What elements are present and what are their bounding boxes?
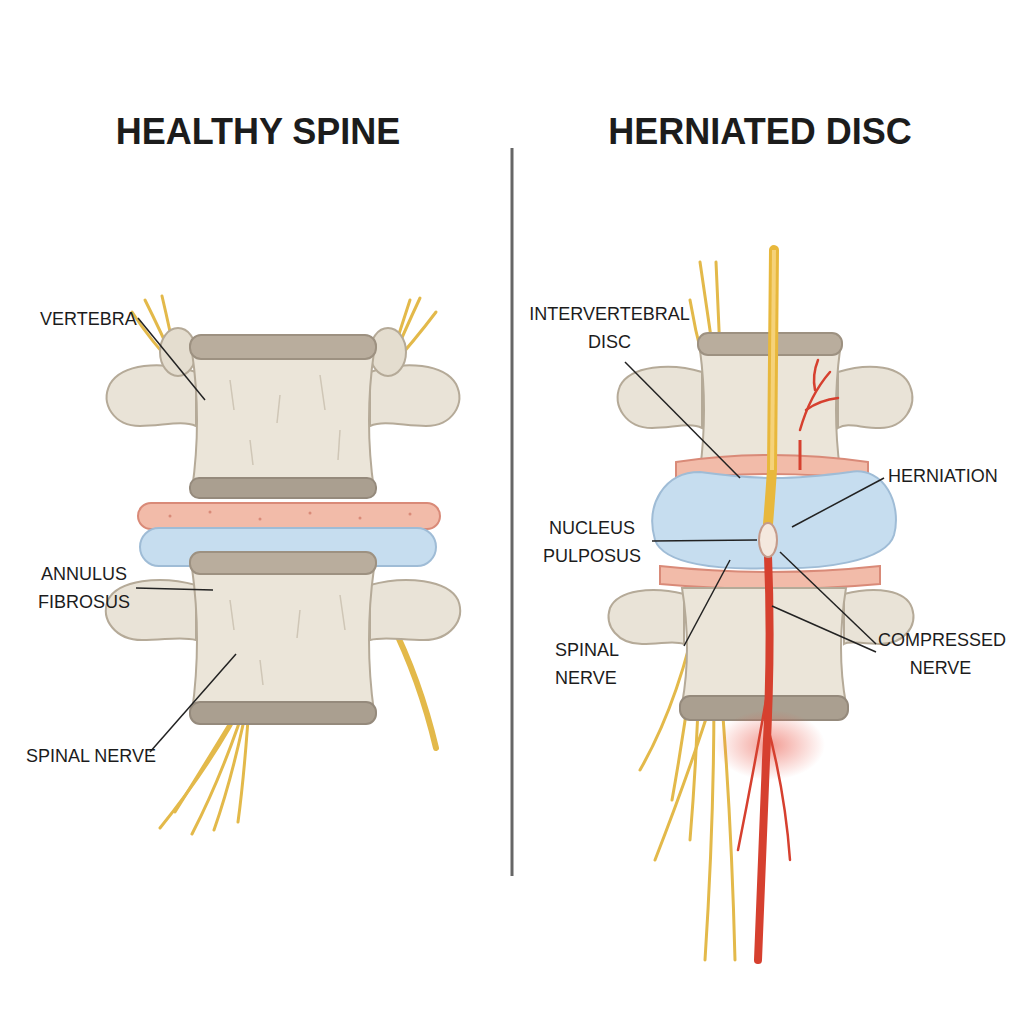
panel-heading: HEALTHY SPINE xyxy=(98,110,418,153)
part-label: ANNULUS FIBROSUS xyxy=(34,560,134,616)
divider-line xyxy=(511,148,514,876)
part-label: VERTEBRA xyxy=(40,305,150,333)
leader-lines xyxy=(136,318,884,752)
part-label: HERNIATION xyxy=(888,462,1018,490)
herniated-disc-figure xyxy=(609,250,914,960)
part-label: SPINAL NERVE xyxy=(26,742,166,770)
part-label: NUCLEUS PULPOSUS xyxy=(537,514,647,570)
part-label: SPINAL NERVE xyxy=(555,636,685,692)
part-label: INTERVERTEBRAL DISC xyxy=(527,300,692,356)
part-label: COMPRESSED NERVE xyxy=(878,626,1003,682)
panel-heading: HERNIATED DISC xyxy=(600,110,920,153)
healthy-spine-figure xyxy=(106,296,460,834)
